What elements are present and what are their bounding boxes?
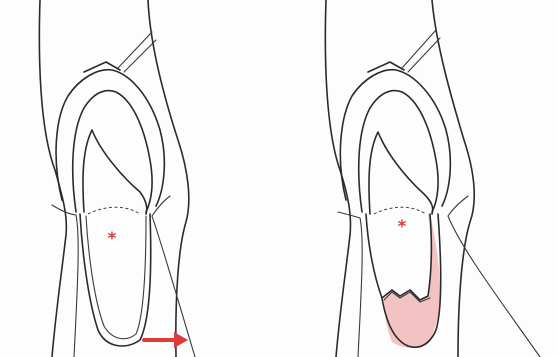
left-pulp-outline	[83, 130, 147, 214]
left-outer-tissue-left	[39, 0, 66, 357]
right-opposing-tooth-line-1	[402, 30, 436, 68]
right-crown-inner	[359, 91, 438, 212]
right-outer-tissue-left	[325, 0, 350, 357]
right-pulp-outline	[369, 132, 433, 214]
left-outer-tissue-right	[148, 0, 189, 357]
right-bone-right	[448, 196, 540, 357]
arrow-head	[174, 332, 188, 348]
left-pulp-marker: *	[108, 229, 117, 249]
left-cej-line	[88, 207, 140, 214]
right-arrow-icon	[144, 332, 188, 348]
right-pulp-marker: *	[398, 217, 407, 237]
left-bone-left	[52, 205, 78, 357]
left-panel: *	[39, 0, 195, 357]
left-opposing-tooth-line-1	[118, 32, 152, 68]
right-panel: *	[325, 0, 540, 357]
left-bone-right	[152, 196, 195, 357]
right-cej-line	[374, 207, 426, 214]
